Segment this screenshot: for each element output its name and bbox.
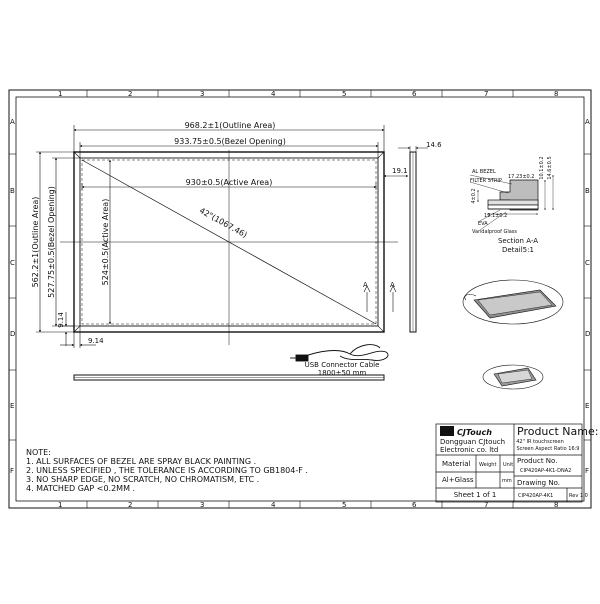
material-value: Al+Glass <box>442 476 474 484</box>
section-markers <box>363 285 397 312</box>
weight-label: Weight <box>479 462 496 468</box>
row-label: B <box>10 187 15 195</box>
row-label: E <box>585 402 589 410</box>
edge-left-label: 9.14 <box>57 312 65 328</box>
col-label: 2 <box>128 90 132 98</box>
col-label: 8 <box>554 90 558 98</box>
bottom-view <box>73 374 385 381</box>
usb-cable-label: USB Connector Cable <box>305 361 380 369</box>
row-label: E <box>10 402 14 410</box>
dim-c-label: 14.6±0.5 <box>547 156 553 179</box>
row-label: C <box>585 259 590 267</box>
drawing-no: CIP420AP-4K1 <box>518 493 553 499</box>
filter-strip-label: FILTER STRIP <box>470 178 502 184</box>
product-name-label: Product Name: <box>517 425 598 438</box>
rev-label: Rev 1.0 <box>569 493 588 499</box>
usb-length-label: 1800±50 mm <box>318 369 367 377</box>
section-detail <box>469 174 554 231</box>
dimension-lines <box>36 125 409 348</box>
front-view <box>60 150 398 345</box>
title-block-text: CJTouch Dongguan CJtouch Electronic co. … <box>440 425 598 499</box>
diagonal-label: 42"(1067.46) <box>198 206 249 240</box>
row-label: A <box>10 118 15 126</box>
material-label: Material <box>442 460 470 468</box>
row-label: F <box>585 467 589 475</box>
side-view <box>398 146 428 333</box>
dim-a-label: 17.23±0.2 <box>508 174 534 180</box>
dim-e-label: 19.1±0.2 <box>484 213 507 219</box>
row-label: C <box>10 259 15 267</box>
col-label: 3 <box>200 501 204 509</box>
title-block <box>435 423 583 503</box>
unit-value: mm <box>502 478 512 484</box>
product-name-line1: 42" IR touchscreen <box>516 439 564 445</box>
side-thickness-label: 14.6 <box>426 141 442 149</box>
logo: CJTouch <box>457 428 492 437</box>
eva-label: EVA <box>478 221 488 227</box>
row-label: A <box>585 118 590 126</box>
col-label: 7 <box>484 90 488 98</box>
notes-heading: NOTE: <box>26 448 51 457</box>
note-item: 3. NO SHARP EDGE, NO SCRATCH, NO CHROMAT… <box>26 475 259 484</box>
active-height-label: 524±0.5(Active Area) <box>101 199 110 286</box>
section-detail-scale: Detail5:1 <box>502 246 534 254</box>
product-name-line2: Screen Aspect Ratio 16:9 <box>516 446 579 452</box>
product-no: CIP420AP-4K1-DNA2 <box>520 468 571 474</box>
col-label: 1 <box>58 501 62 509</box>
drawing-frame <box>8 89 592 509</box>
notes-block: NOTE: 1. ALL SURFACES OF BEZEL ARE SPRAY… <box>26 448 308 493</box>
company-line2: Electronic co. ltd <box>440 446 498 454</box>
row-label: B <box>585 187 590 195</box>
col-label: 4 <box>271 501 276 509</box>
row-label: F <box>10 467 14 475</box>
col-label: 2 <box>128 501 132 509</box>
side-offset-label: 19.1 <box>392 167 408 175</box>
sheet-label: Sheet 1 of 1 <box>454 491 497 499</box>
col-label: 7 <box>484 501 488 509</box>
dimension-labels: 968.2±1(Outline Area) 933.75±0.5(Bezel O… <box>31 121 408 345</box>
col-label: 3 <box>200 90 204 98</box>
drawing-no-label: Drawing No. <box>517 479 560 487</box>
glass-label: Vandalproof Glass <box>472 229 517 235</box>
section-marker-right: A <box>390 281 395 289</box>
col-label: 1 <box>58 90 62 98</box>
bezel-width-label: 933.75±0.5(Bezel Opening) <box>174 137 286 146</box>
col-label: 5 <box>342 90 346 98</box>
bezel-height-label: 527.75±0.5(Bezel Opening) <box>47 186 56 298</box>
note-item: 4. MATCHED GAP <0.2MM . <box>26 484 135 493</box>
row-label: D <box>10 330 15 338</box>
company-line1: Dongguan CJtouch <box>440 438 505 446</box>
col-label: 4 <box>271 90 276 98</box>
product-no-label: Product No. <box>517 457 557 465</box>
perspective-illustration <box>462 279 564 390</box>
grid-labels: 1 2 3 4 5 6 7 8 1 2 3 4 5 6 7 8 A B C D … <box>10 90 590 509</box>
logo-mark <box>440 426 454 436</box>
active-width-label: 930±0.5(Active Area) <box>186 178 273 187</box>
edge-bottom-label: 9.14 <box>88 337 104 345</box>
al-bezel-label: AL BEZEL <box>472 169 496 175</box>
row-label: D <box>585 330 590 338</box>
section-marker-left: A <box>363 281 368 289</box>
dim-b-label: 10.1±0.2 <box>539 156 545 179</box>
unit-label: Unit <box>503 462 513 468</box>
col-label: 5 <box>342 501 346 509</box>
outline-height-label: 562.2±1(Outline Area) <box>31 197 40 288</box>
col-label: 8 <box>554 501 558 509</box>
section-labels: AL BEZEL FILTER STRIP 17.23±0.2 10.1±0.2… <box>470 156 553 254</box>
note-item: 2. UNLESS SPECIFIED , THE TOLERANCE IS A… <box>26 466 308 475</box>
note-item: 1. ALL SURFACES OF BEZEL ARE SPRAY BLACK… <box>26 457 256 466</box>
usb-cable-illustration <box>290 344 389 362</box>
col-label: 6 <box>412 501 417 509</box>
dim-d-label: 4±0.2 <box>471 188 477 203</box>
section-title: Section A-A <box>498 237 538 245</box>
col-label: 6 <box>412 90 417 98</box>
outline-width-label: 968.2±1(Outline Area) <box>185 121 276 130</box>
